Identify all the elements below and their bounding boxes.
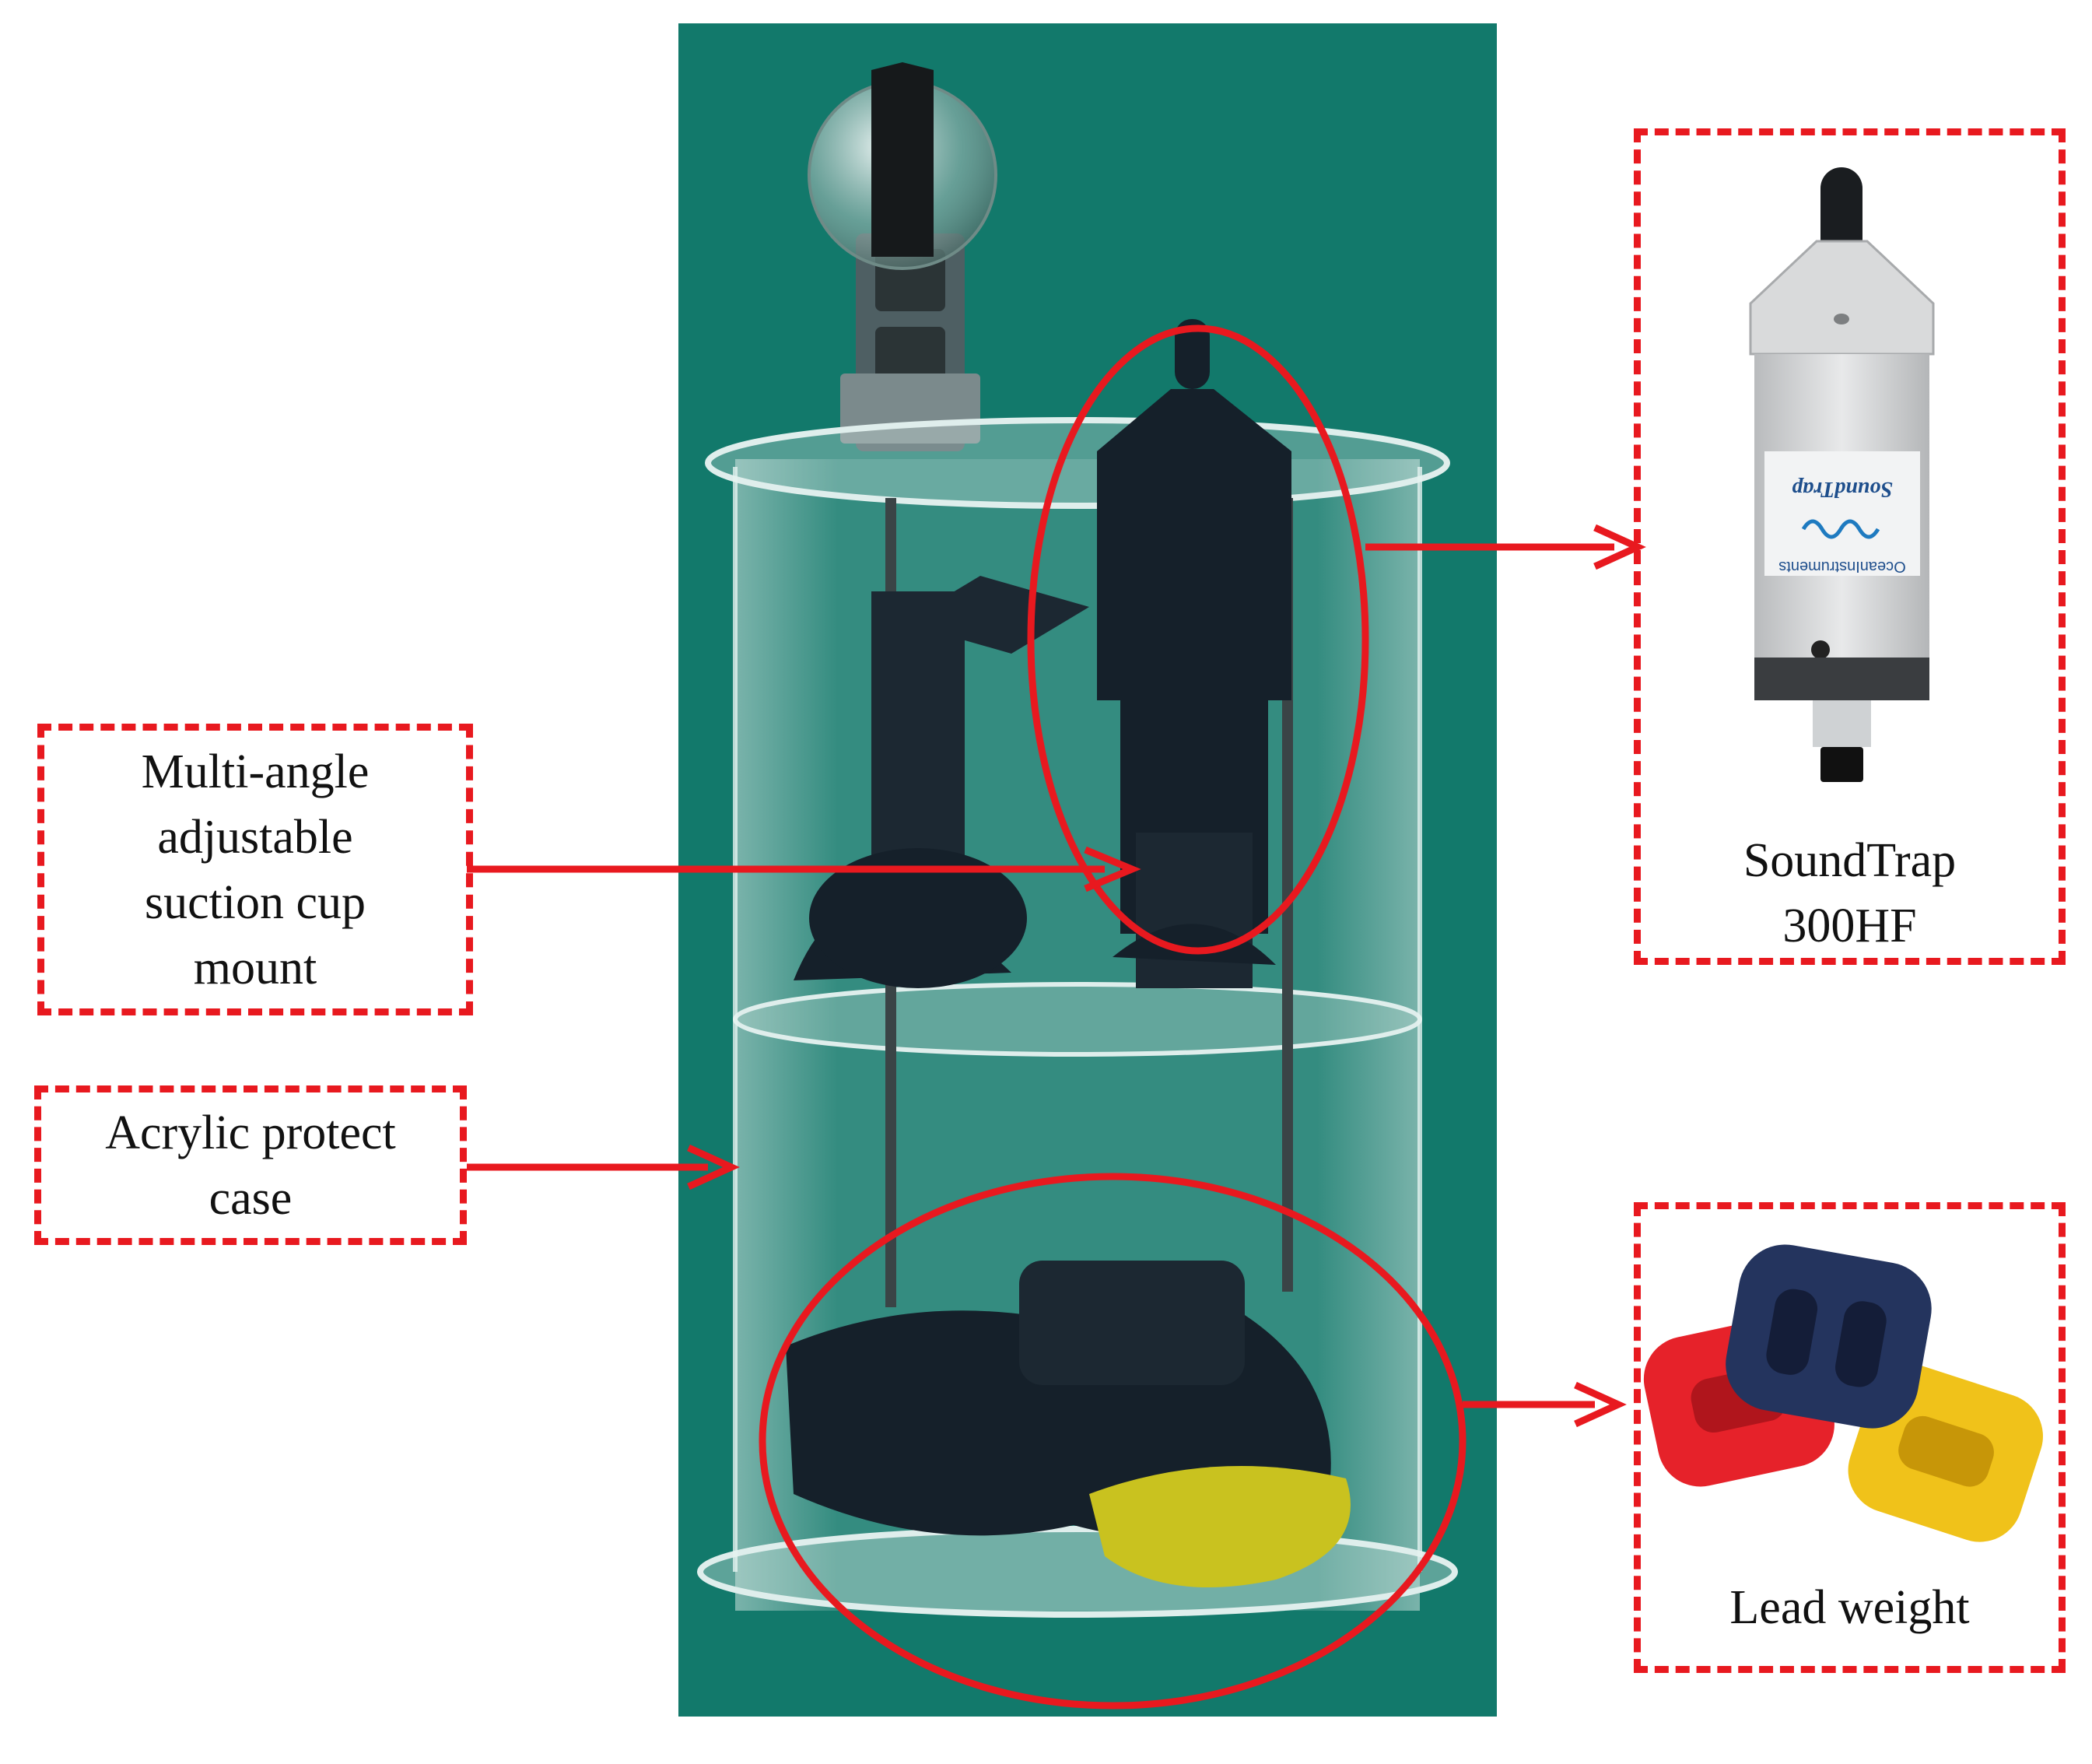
device-photo (678, 23, 1497, 1717)
label-case-box: Acrylic protect case (34, 1085, 467, 1245)
label-soundtrap-box: SoundTrap 300HF (1634, 128, 2066, 965)
arrow-to-weight-box (1463, 1381, 1627, 1428)
suction-cup-mount (794, 576, 1276, 988)
soundtrap-brand-maker: OceanInstruments (1778, 558, 1905, 575)
arrow-to-mount (467, 846, 1141, 893)
label-case-text: Acrylic protect case (105, 1106, 396, 1225)
soundtrap-brand-product: SoundTrap (1792, 477, 1893, 501)
mounted-soundtrap (1097, 319, 1291, 988)
arrow-to-case (467, 1144, 740, 1191)
label-mount-text: Multi-angle adjustable suction cup mount (141, 745, 370, 994)
label-weight-text: Lead weight (1729, 1581, 1970, 1634)
soundtrap-device-icon: SoundTrap OceanInstruments (1749, 167, 1935, 782)
label-mount-box: Multi-angle adjustable suction cup mount (37, 724, 473, 1015)
wave-logo-icon (1801, 519, 1880, 539)
inner-weights (786, 1261, 1351, 1587)
label-soundtrap-text: SoundTrap 300HF (1743, 834, 1957, 952)
lead-weight-icon (1643, 1244, 2043, 1542)
label-weight-box: Lead weight (1634, 1202, 2066, 1673)
highlight-soundtrap-ellipse (1027, 324, 1369, 955)
arrows (467, 524, 1646, 1428)
highlight-weight-ellipse (759, 1173, 1467, 1710)
